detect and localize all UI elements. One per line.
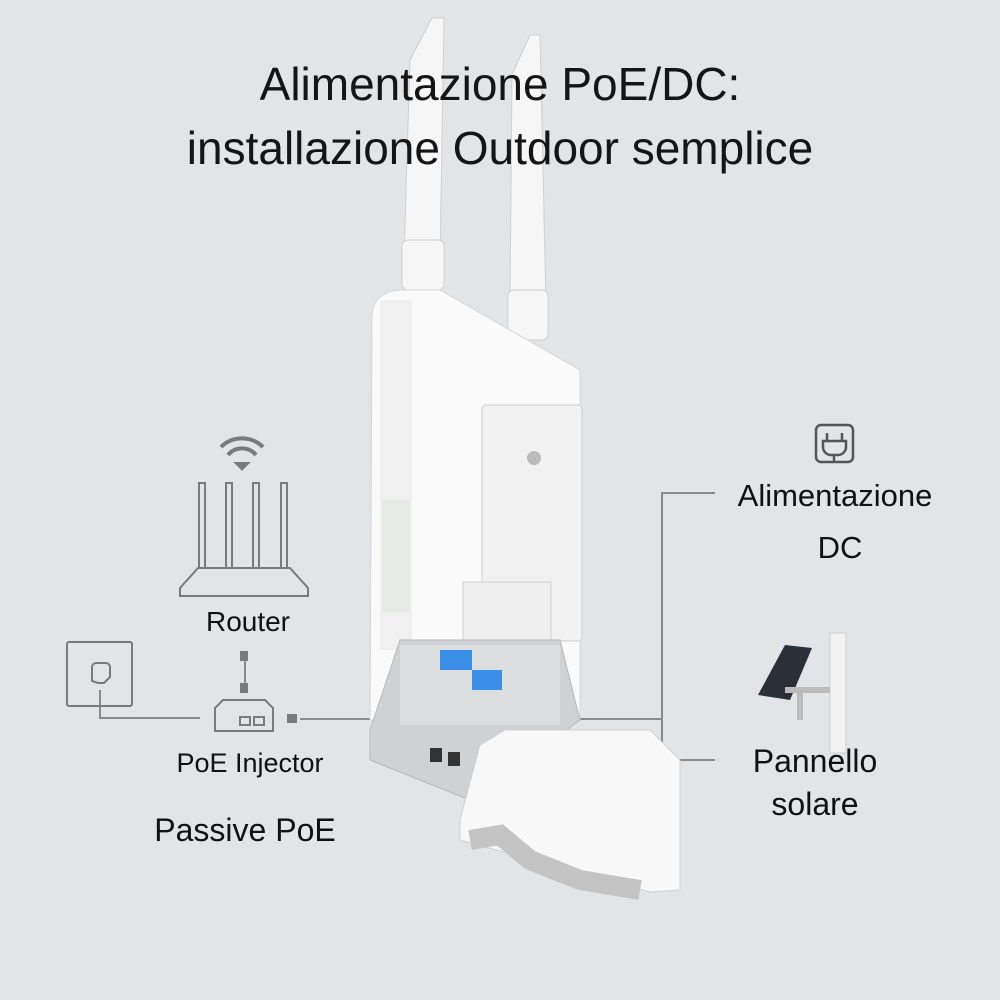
dc-power-label-line-1: Alimentazione (737, 478, 933, 513)
bracket-line (661, 492, 715, 761)
wall-power-cable (99, 690, 200, 719)
router-icon (179, 436, 309, 597)
dc-power-plug-icon (814, 423, 855, 464)
solar-panel-icon (758, 632, 847, 754)
solar-panel-label-line-2: solare (771, 786, 859, 822)
title-line-2: installazione Outdoor semplice (186, 122, 814, 174)
page-title: Alimentazione PoE/DC: installazione Outd… (0, 52, 1000, 180)
poe-injector-label: PoE Injector (176, 748, 324, 778)
poe-injector-icon (214, 651, 297, 732)
ethernet-port-dc (472, 670, 502, 690)
passive-poe-label: Passive PoE (154, 812, 336, 848)
router-label: Router (205, 606, 291, 637)
dc-power-label-line-2: DC (817, 530, 863, 565)
connection-lines (99, 492, 715, 761)
outdoor-access-point-device (369, 289, 681, 900)
ethernet-port-poe (440, 650, 472, 670)
solar-panel-label-line-1: Pannello (752, 743, 878, 779)
title-line-1: Alimentazione PoE/DC: (259, 58, 741, 110)
wall-socket-icon (66, 641, 133, 707)
